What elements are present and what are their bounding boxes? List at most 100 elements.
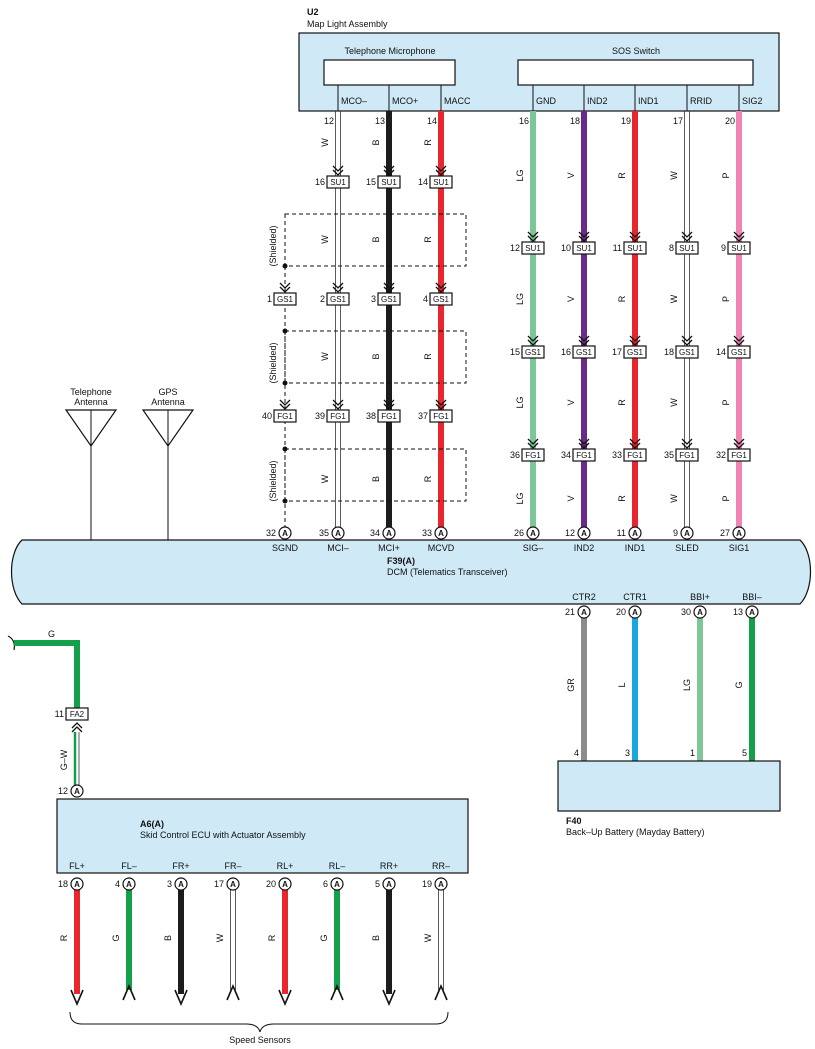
wire-gnd-conn-1-pin: 12 <box>510 243 520 253</box>
dcm-pin-rrid: 9 <box>673 528 678 538</box>
wire-rrid-color-3: W <box>669 398 679 407</box>
wire-ind1-conn-2-code: GS1 <box>627 348 644 357</box>
a6-pin-3-label: FR– <box>224 861 241 871</box>
wire-ind1-conn-3-box <box>623 448 647 462</box>
dcm-bottom-1-color: L <box>617 682 627 687</box>
wire-mco_p-color-4: B <box>371 476 381 482</box>
wire-mco_m-color-4: W <box>320 474 330 483</box>
a6-pin-6-color: B <box>371 935 381 941</box>
u2-terminal-label-gnd: GND <box>536 96 557 106</box>
wire-ind1-conn-2-box <box>623 345 647 359</box>
shield-junction-top-3 <box>282 446 288 452</box>
wire-ind2-dcm-circle <box>577 526 591 540</box>
a6-pin-0-sensor-arrow-down-icon <box>70 989 84 1007</box>
wire-gnd-dcm-letter: A <box>530 529 536 538</box>
dcm-bottom-0-bat-pin: 4 <box>574 748 579 758</box>
sp1-fa2-box <box>65 707 89 721</box>
sp1-top-wire <box>14 640 80 708</box>
battery-name: Back–Up Battery (Mayday Battery) <box>566 827 705 837</box>
wire-rrid-conn-1-box <box>675 241 699 255</box>
wire-rrid-conn-1-code: SU1 <box>679 244 695 253</box>
wire-ind2-conn-1-pin: 10 <box>561 243 571 253</box>
telephone-antenna: Telephone Antenna <box>64 387 118 540</box>
mic-box <box>323 59 456 86</box>
a6-pin-7-sensor-arrow-up-icon <box>434 983 448 1001</box>
sp1-chevron <box>71 722 83 733</box>
shield-junction-top-2 <box>282 328 288 334</box>
dcm-bottom-3-color: G <box>734 681 744 688</box>
dcm-label-sgnd: SGND <box>272 543 299 553</box>
sp1-gw-color: G–W <box>59 749 69 770</box>
dcm-bottom-1-bat-pin: 3 <box>625 748 630 758</box>
a6-pin-2-color: B <box>163 935 173 941</box>
wire-ind2-conn-1-box <box>572 241 596 255</box>
wire-sig2-chevron-1 <box>733 231 745 242</box>
a6-name: Skid Control ECU with Actuator Assembly <box>140 830 306 840</box>
dcm-sgnd-letter: A <box>282 529 288 538</box>
u2-terminal-label-mco_p: MCO+ <box>392 96 418 106</box>
wire-mco_m-conn-1-box <box>326 175 350 189</box>
wire-ind2-color-3: V <box>566 399 576 405</box>
sos-label: SOS Switch <box>612 46 660 56</box>
wire-sig2-dcm-circle <box>732 526 746 540</box>
wire-sig2-conn-2-pin: 14 <box>716 347 726 357</box>
wire-sig2-conn-3-box <box>727 448 751 462</box>
wire-ind2-conn-1-code: SU1 <box>576 244 592 253</box>
a6-pin-3-color: W <box>215 933 225 942</box>
wire-gnd-conn-1-code: SU1 <box>525 244 541 253</box>
u2-code: U2 <box>307 7 319 17</box>
wire-sig2-color-3: P <box>721 399 731 405</box>
wire-macc-chevron-2 <box>435 282 447 293</box>
a6-pin-0-letter: A <box>74 880 80 889</box>
wire-ind2-chevron-1 <box>578 231 590 242</box>
a6-pin-4-pin: 20 <box>266 879 276 889</box>
a6-code: A6(A) <box>140 819 164 829</box>
a6-pin-1-label: FL– <box>121 861 137 871</box>
mic-label: Telephone Microphone <box>344 46 435 56</box>
wire-mco_m-color-1: W <box>320 138 330 147</box>
a6-pin-5-label: RL– <box>329 861 346 871</box>
a6-pin-2-sensor-arrow-down-icon <box>174 989 188 1007</box>
shield-junction-3 <box>282 498 288 504</box>
wire-sig2-conn-2-code: GS1 <box>731 348 748 357</box>
wire-macc-conn-1-box <box>429 175 453 189</box>
wire-rrid-conn-3-pin: 35 <box>664 450 674 460</box>
a6-pin-2-letter: A <box>178 880 184 889</box>
wire-mco_m-conn-2-code: GS1 <box>330 295 347 304</box>
wire-ind1-conn-3-code: FG1 <box>627 451 643 460</box>
sp1-letter: A <box>74 787 80 796</box>
dcm-label-sig2: SIG1 <box>729 543 750 553</box>
wire-mco_m-conn-1-pin: 16 <box>315 177 325 187</box>
wire-mco_m-dcm-letter: A <box>335 529 341 538</box>
sp1-pin: 12 <box>58 786 68 796</box>
u2-name: Map Light Assembly <box>307 19 388 29</box>
wire-ind2-conn-3-pin: 34 <box>561 450 571 460</box>
dcm-bottom-3-bat-pin: 5 <box>742 748 747 758</box>
sp1-top-color: G <box>48 629 55 639</box>
dcm-code: F39(A) <box>387 556 415 566</box>
a6-pin-4-circle <box>278 877 292 891</box>
wire-macc-conn-3-box <box>429 409 453 423</box>
wire-ind2-conn-2-code: GS1 <box>576 348 593 357</box>
wire-sig2-color-2: P <box>721 296 731 302</box>
u2-terminal-label-ind1: IND1 <box>638 96 659 106</box>
wire-ind1-color-3: R <box>617 399 627 406</box>
wire-gnd-color-4: LG <box>515 492 525 504</box>
wire-macc-color-3: R <box>423 353 433 360</box>
wire-sig2-chevron-3 <box>733 438 745 449</box>
dcm-bottom-0-pin: 21 <box>565 607 575 617</box>
a6-pin-3-letter: A <box>230 880 236 889</box>
wire-mco_p-color-2: B <box>371 236 381 242</box>
a6-pin-2-pin: 3 <box>167 879 172 889</box>
wire-ind2-conn-2-box <box>572 345 596 359</box>
wire-sig2-dcm-letter: A <box>736 529 742 538</box>
dcm-bottom-2-label: BBI+ <box>690 592 710 602</box>
wire-gnd-color-1: LG <box>515 169 525 181</box>
wire-gnd-conn-2-box <box>521 345 545 359</box>
wire-mco_p-conn-3-box <box>377 409 401 423</box>
dcm-pin-mco_p: 34 <box>370 528 380 538</box>
dcm-pin-sgnd: 32 <box>266 528 276 538</box>
wire-ind2-conn-2-pin: 16 <box>561 347 571 357</box>
wire-rrid-conn-3-box <box>675 448 699 462</box>
u2-terminal-pin-ind1: 19 <box>621 116 631 126</box>
